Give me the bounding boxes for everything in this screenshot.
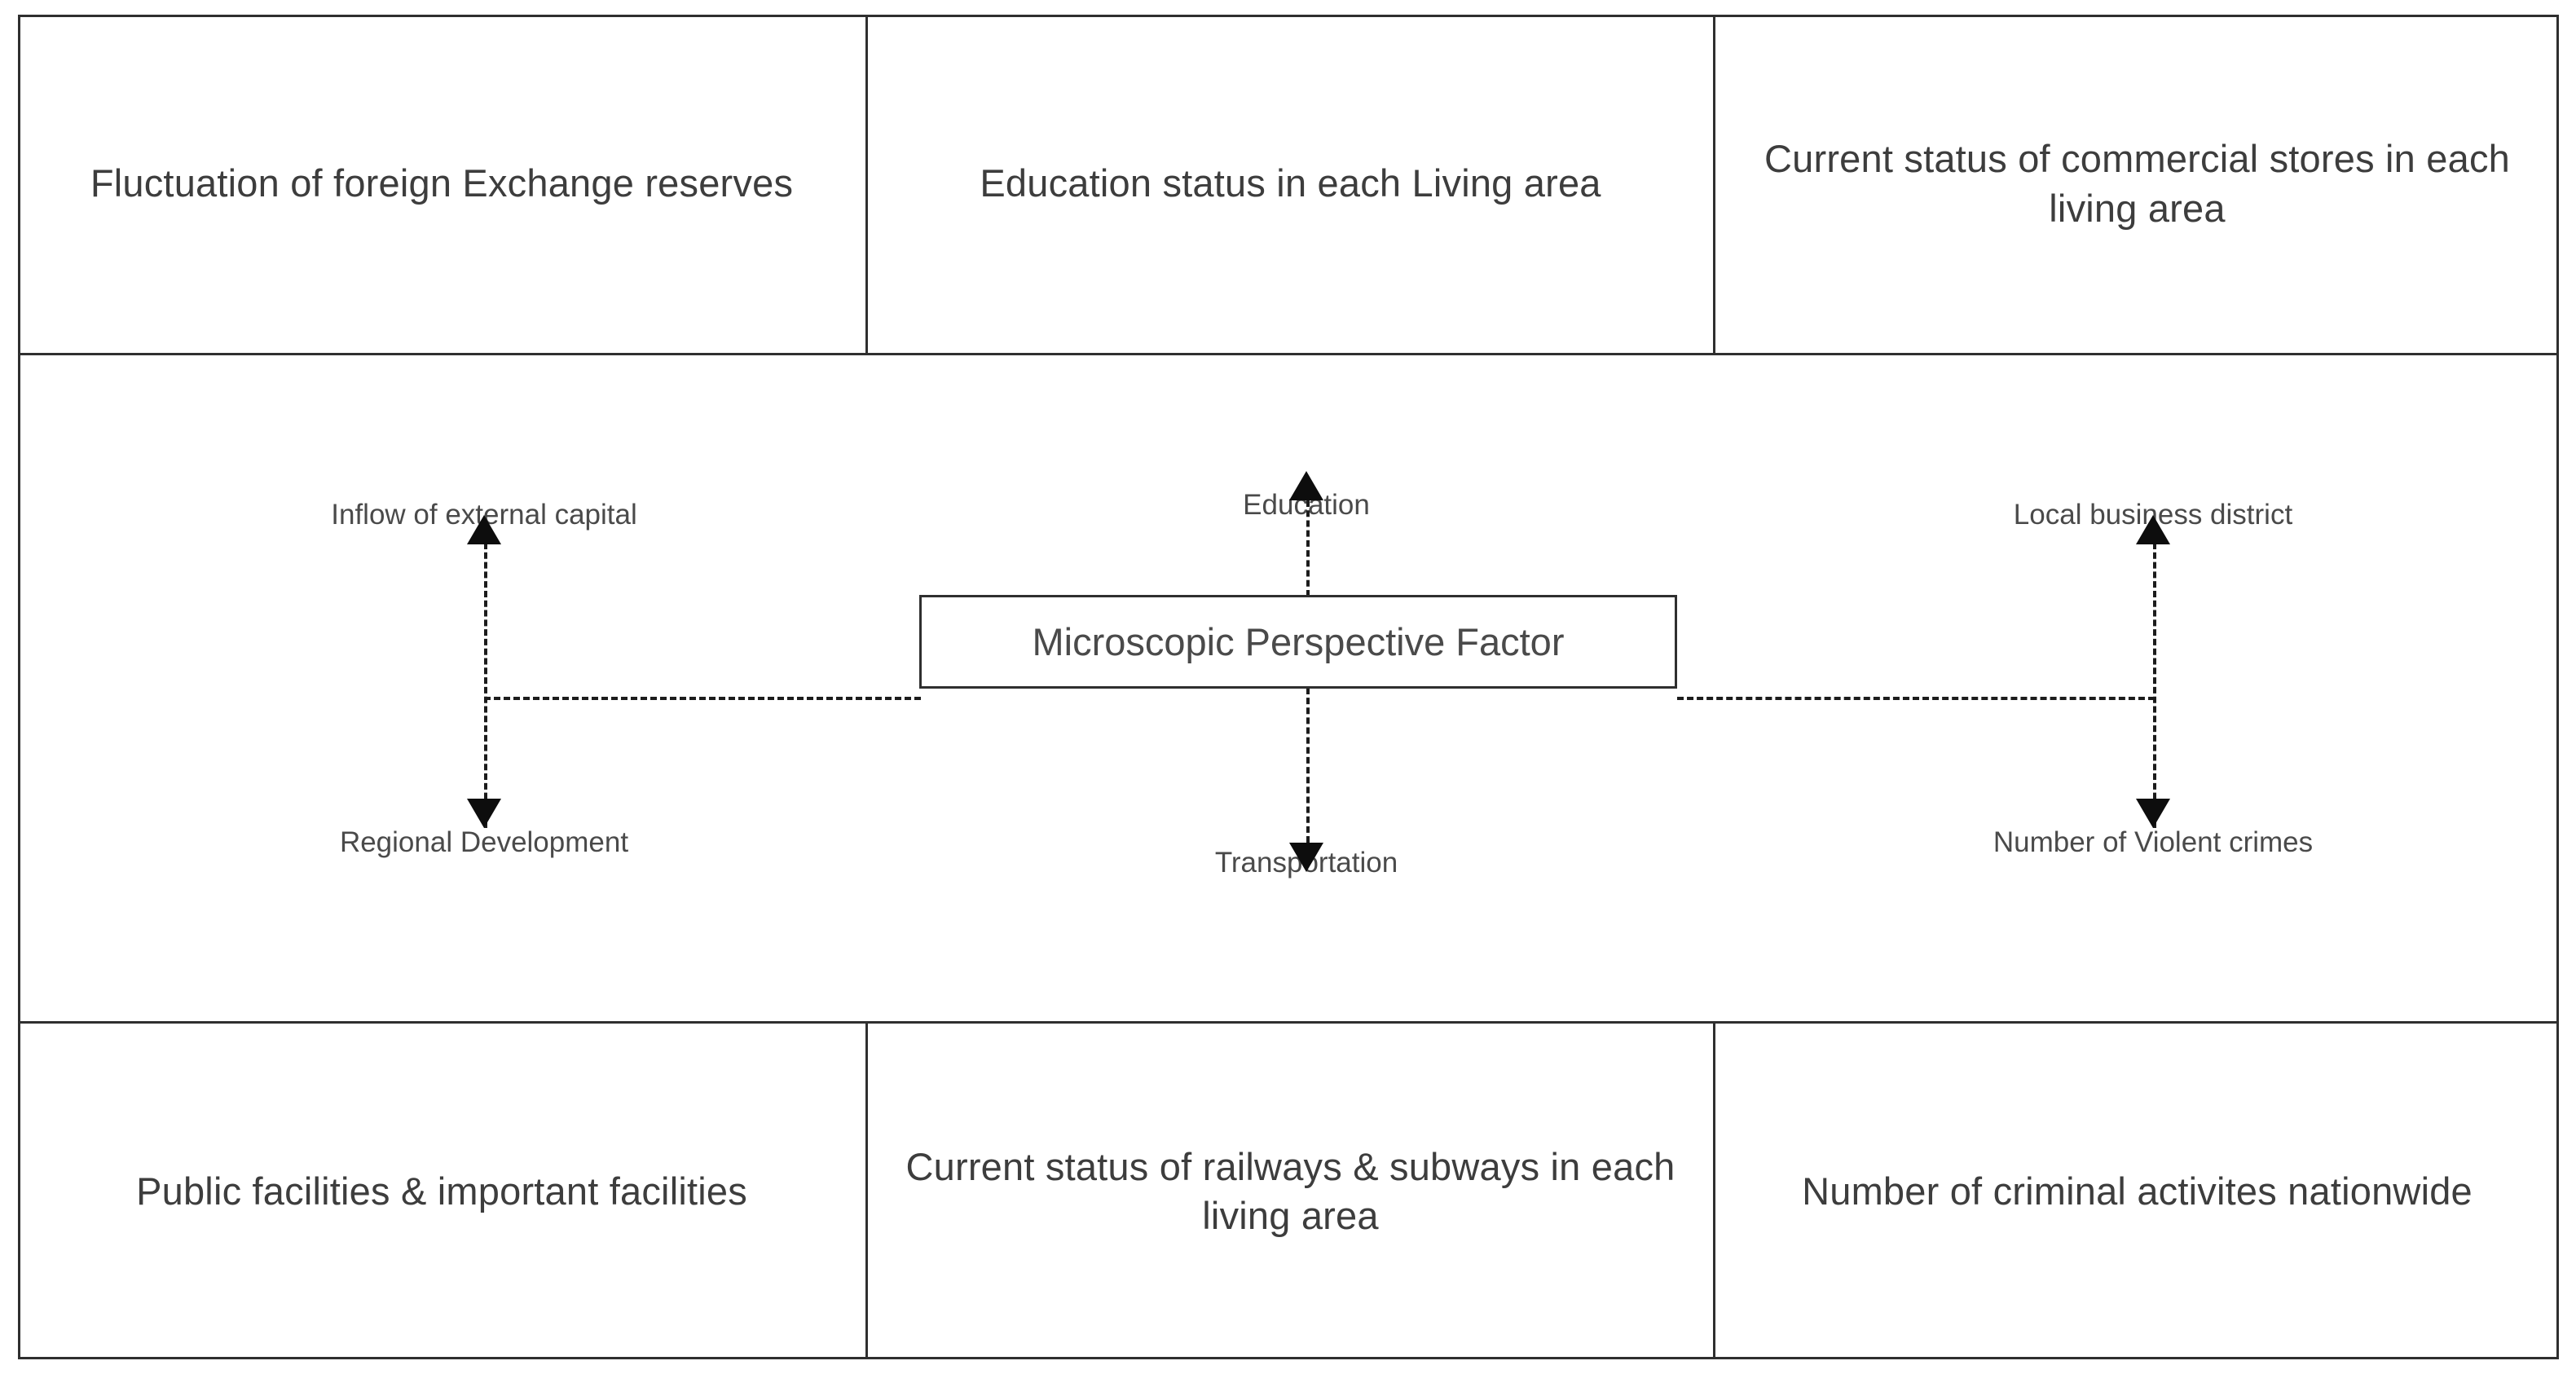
arrowhead-down-icon-right	[2136, 799, 2170, 828]
footer-cell-public-facilities: Public facilities & important facilities	[18, 1024, 865, 1359]
node-label-number-of-violent-crimes: Number of Violent crimes	[1993, 826, 2314, 858]
center-node-label: Microscopic Perspective Factor	[1032, 620, 1565, 663]
connector-left-vertical	[484, 543, 487, 828]
arrowhead-up-icon-left	[467, 515, 501, 544]
row-divider-lower	[18, 1021, 2559, 1024]
connector-left-horizontal	[484, 697, 921, 700]
arrowhead-up-icon-right	[2136, 515, 2170, 544]
column-divider-bottom-right	[1713, 1021, 1715, 1359]
footer-cell-label: Public facilities & important facilities	[136, 1169, 747, 1213]
column-divider-top-left	[865, 15, 868, 355]
arrowhead-down-icon-center	[1289, 843, 1323, 872]
connector-right-vertical	[2153, 543, 2156, 828]
footer-cell-label: Number of criminal activites nationwide	[1802, 1169, 2473, 1213]
diagram-middle-band: Inflow of external capital Education Loc…	[18, 355, 2559, 1021]
arrowhead-down-icon-left	[467, 799, 501, 828]
arrowhead-up-icon-center	[1289, 471, 1323, 500]
footer-cell-railways-subways: Current status of railways & subways in …	[868, 1024, 1713, 1359]
node-label-regional-development: Regional Development	[339, 826, 629, 858]
header-cell-commercial-stores: Current status of commercial stores in e…	[1715, 15, 2559, 353]
center-node-microscopic-perspective-factor: Microscopic Perspective Factor	[919, 595, 1677, 689]
row-divider-upper	[18, 353, 2559, 355]
footer-cell-label: Current status of railways & subways in …	[905, 1144, 1676, 1237]
table-outer-border	[18, 15, 2559, 1359]
footer-cell-criminal-activities: Number of criminal activites nationwide	[1715, 1024, 2559, 1359]
column-divider-top-right	[1713, 15, 1715, 355]
connector-center-vertical-up	[1306, 500, 1310, 597]
connector-center-vertical-down	[1306, 688, 1310, 843]
column-divider-bottom-left	[865, 1021, 868, 1359]
header-cell-education-status: Education status in each Living area	[868, 15, 1713, 353]
header-cell-label: Current status of commercial stores in e…	[1764, 137, 2510, 230]
header-cell-label: Fluctuation of foreign Exchange reserves	[90, 161, 794, 205]
header-cell-foreign-exchange-reserves: Fluctuation of foreign Exchange reserves	[18, 15, 865, 353]
header-cell-label: Education status in each Living area	[980, 161, 1601, 205]
connector-right-horizontal	[1677, 697, 2155, 700]
